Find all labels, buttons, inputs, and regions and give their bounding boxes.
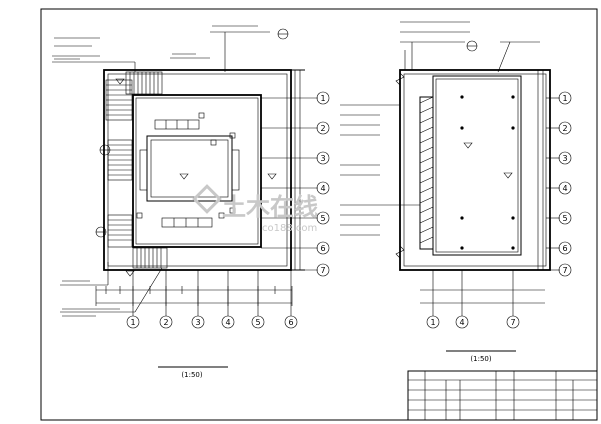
left-axis-bubble: 3 [316, 151, 330, 165]
left-axis-bubble: 4 [316, 181, 330, 195]
left-axis-bubble: 7 [316, 263, 330, 277]
axis-label: 2 [163, 318, 168, 327]
left-axis-bubble: 5 [251, 315, 265, 329]
left-axis-bubble: 2 [159, 315, 173, 329]
axis-label: 1 [430, 318, 435, 327]
axis-label: 3 [320, 154, 325, 163]
axis-label: 4 [225, 318, 230, 327]
axis-label: 5 [320, 214, 325, 223]
stair-bottom [132, 247, 168, 269]
right-axis-bubble: 6 [558, 241, 572, 255]
right-axis-bubble: 1 [426, 315, 440, 329]
left-axis-bubble: 1 [316, 91, 330, 105]
axis-label: 1 [562, 94, 567, 103]
right-axis-bubble: 2 [558, 121, 572, 135]
axis-label: 1 [320, 94, 325, 103]
axis-label: 3 [562, 154, 567, 163]
left-axis-bubble: 5 [316, 211, 330, 225]
axis-label: 6 [288, 318, 293, 327]
axis-label: 7 [510, 318, 515, 327]
right-axis-bubble: 3 [558, 151, 572, 165]
axis-label: 4 [320, 184, 325, 193]
title-block [407, 370, 598, 421]
left-axis-bubble: 3 [191, 315, 205, 329]
axis-label: 6 [320, 244, 325, 253]
right-axis-bubble: 7 [506, 315, 520, 329]
axis-label: 2 [320, 124, 325, 133]
right-axis-bubble: 1 [558, 91, 572, 105]
left-axis-bubble: 6 [316, 241, 330, 255]
axis-label: 1 [130, 318, 135, 327]
watermark-url: co188.com [262, 223, 317, 234]
sheet-border [40, 8, 598, 421]
axis-label: 5 [562, 214, 567, 223]
axis-label: 4 [562, 184, 567, 193]
axis-label: 5 [255, 318, 260, 327]
axis-label: 4 [459, 318, 464, 327]
stair-left [105, 79, 133, 248]
left-plan-scale: (1:50) [181, 371, 202, 379]
watermark-text: 土木在线 [222, 193, 318, 221]
left-floor-plan: 1 2 3 4 5 6 1 2 [52, 25, 330, 379]
left-axis-bubble: 6 [284, 315, 298, 329]
stair-top-left [125, 71, 163, 95]
left-axis-bubble: 4 [221, 315, 235, 329]
axis-label: 7 [562, 266, 567, 275]
left-axis-bubble: 2 [316, 121, 330, 135]
right-axis-bubble: 7 [558, 263, 572, 277]
watermark: 土木在线 co188.com [192, 184, 318, 234]
right-axis-bubble: 4 [455, 315, 469, 329]
right-axis-bubble: 5 [558, 211, 572, 225]
right-axis-bubble: 4 [558, 181, 572, 195]
left-axis-bubble: 1 [126, 315, 140, 329]
axis-label: 2 [562, 124, 567, 133]
axis-label: 7 [320, 266, 325, 275]
axis-label: 3 [195, 318, 200, 327]
axis-label: 6 [562, 244, 567, 253]
right-floor-plan: 1 4 7 1 2 3 4 5 [340, 21, 572, 363]
right-plan-scale: (1:50) [470, 355, 491, 363]
